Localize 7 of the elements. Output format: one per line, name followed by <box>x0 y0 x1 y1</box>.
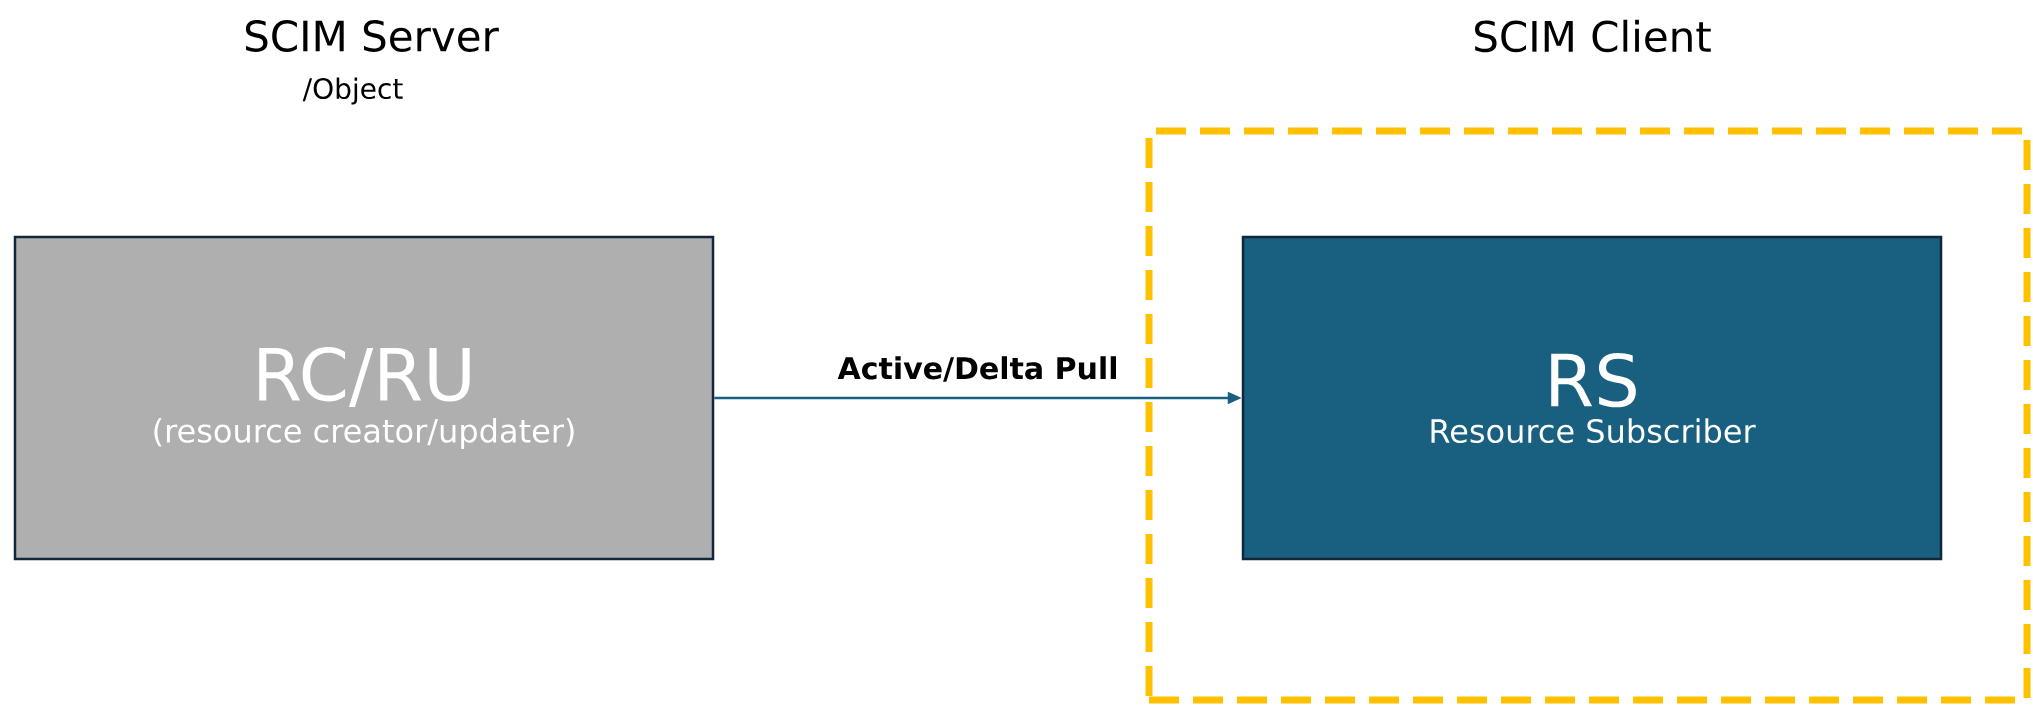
process-box: RC/RU (resource creator/updater) <box>13 235 715 561</box>
process-box: RS Resource Subscriber <box>1241 235 1943 561</box>
heading: SCIM Client <box>1475 19 1711 53</box>
heading: SCIM Server <box>245 20 499 52</box>
dashed-frame <box>1145 127 2031 704</box>
heading: /Object <box>302 77 403 105</box>
edge-label: Active/Delta Pull <box>835 354 1121 384</box>
